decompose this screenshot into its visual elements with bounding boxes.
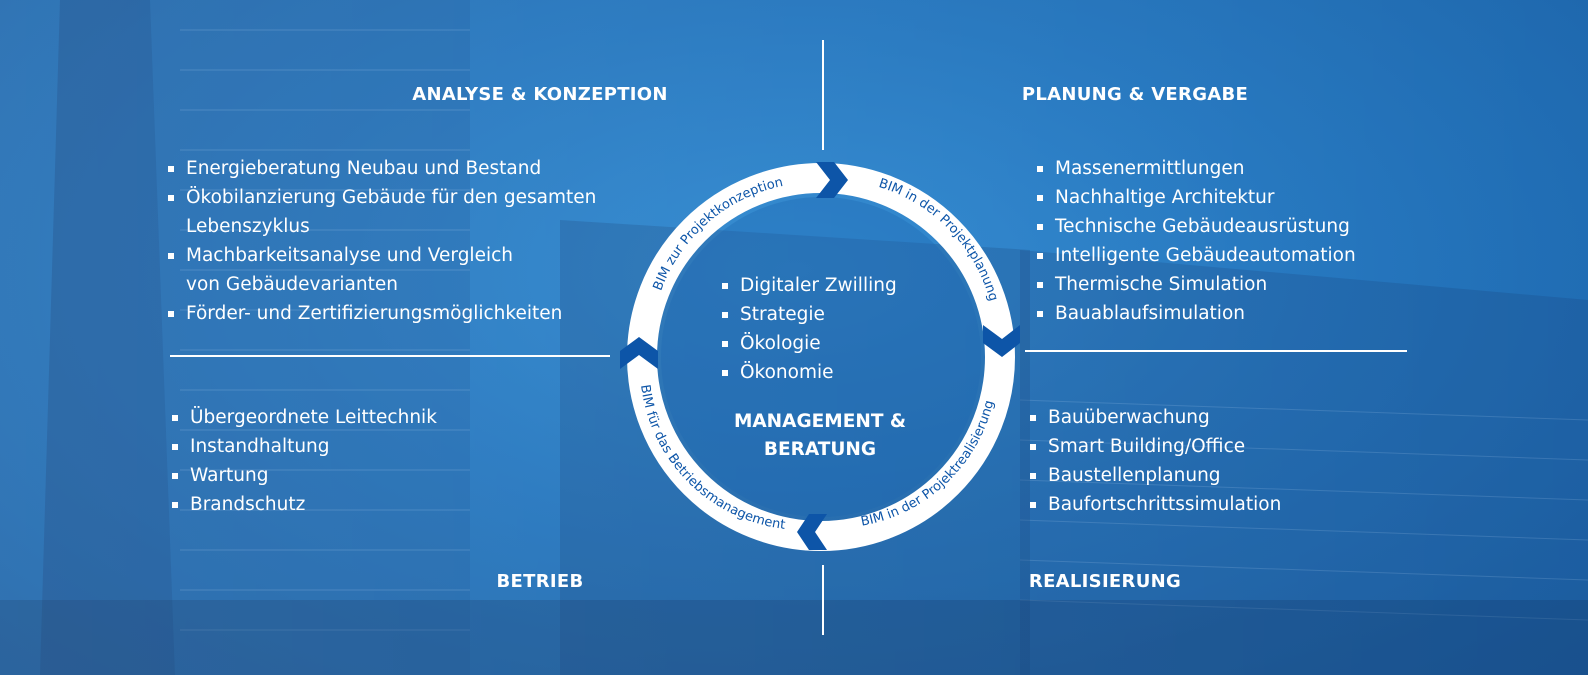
list-item: Ökologie	[722, 329, 897, 358]
list-item: Massenermittlungen	[1037, 154, 1356, 183]
list-item-continuation: von Gebäudevarianten	[168, 270, 596, 299]
center-title-line: BERATUNG	[763, 439, 877, 460]
divider-right	[1025, 350, 1407, 352]
list-item: Nachhaltige Architektur	[1037, 183, 1356, 212]
list-item-text: von Gebäudevarianten	[186, 274, 398, 295]
list-item-continuation: Lebenszyklus	[168, 212, 596, 241]
list-realisierung: Bauüberwachung Smart Building/Office Bau…	[1030, 403, 1281, 519]
list-item: Wartung	[172, 461, 437, 490]
list-item: Ökonomie	[722, 358, 897, 387]
list-item: Instandhaltung	[172, 432, 437, 461]
list-item: Baustellenplanung	[1030, 461, 1281, 490]
center-title: MANAGEMENT & BERATUNG	[710, 408, 930, 464]
list-center: Digitaler Zwilling Strategie Ökologie Ök…	[722, 271, 897, 387]
quadrant-title-betrieb: BETRIEB	[496, 571, 584, 592]
ring-inner-fill	[661, 197, 981, 517]
list-item: Ökobilanzierung Gebäude für den gesamten	[168, 183, 596, 212]
list-item: Übergeordnete Leittechnik	[172, 403, 437, 432]
list-betrieb: Übergeordnete Leittechnik Instandhaltung…	[172, 403, 437, 519]
chevron-left-icon	[797, 514, 827, 550]
list-item: Förder- und Zertifizierungsmöglichkeiten	[168, 299, 596, 328]
list-item: Energieberatung Neubau und Bestand	[168, 154, 596, 183]
list-item: Intelligente Gebäudeautomation	[1037, 241, 1356, 270]
list-item: Machbarkeitsanalyse und Vergleich	[168, 241, 596, 270]
list-item: Smart Building/Office	[1030, 432, 1281, 461]
divider-left	[170, 355, 610, 357]
list-item: Digitaler Zwilling	[722, 271, 897, 300]
list-item: Bauüberwachung	[1030, 403, 1281, 432]
list-item: Baufortschrittssimulation	[1030, 490, 1281, 519]
quadrant-title-realisierung: REALISIERUNG	[1028, 571, 1182, 592]
chevron-up-icon	[620, 337, 658, 369]
chevron-right-icon	[816, 162, 848, 198]
center-title-line: MANAGEMENT &	[733, 411, 907, 432]
chevron-down-icon	[983, 325, 1020, 357]
list-item: Strategie	[722, 300, 897, 329]
divider-bottom	[822, 565, 824, 635]
list-analyse: Energieberatung Neubau und Bestand Ökobi…	[168, 154, 596, 328]
list-planung: Massenermittlungen Nachhaltige Architekt…	[1037, 154, 1356, 328]
quadrant-title-planung: PLANUNG & VERGABE	[1021, 84, 1249, 105]
list-item: Thermische Simulation	[1037, 270, 1356, 299]
divider-top	[822, 40, 824, 150]
quadrant-title-analyse: ANALYSE & KONZEPTION	[412, 84, 668, 105]
list-item: Technische Gebäudeausrüstung	[1037, 212, 1356, 241]
list-item-text: Lebenszyklus	[186, 216, 310, 237]
list-item: Brandschutz	[172, 490, 437, 519]
list-item: Bauablaufsimulation	[1037, 299, 1356, 328]
